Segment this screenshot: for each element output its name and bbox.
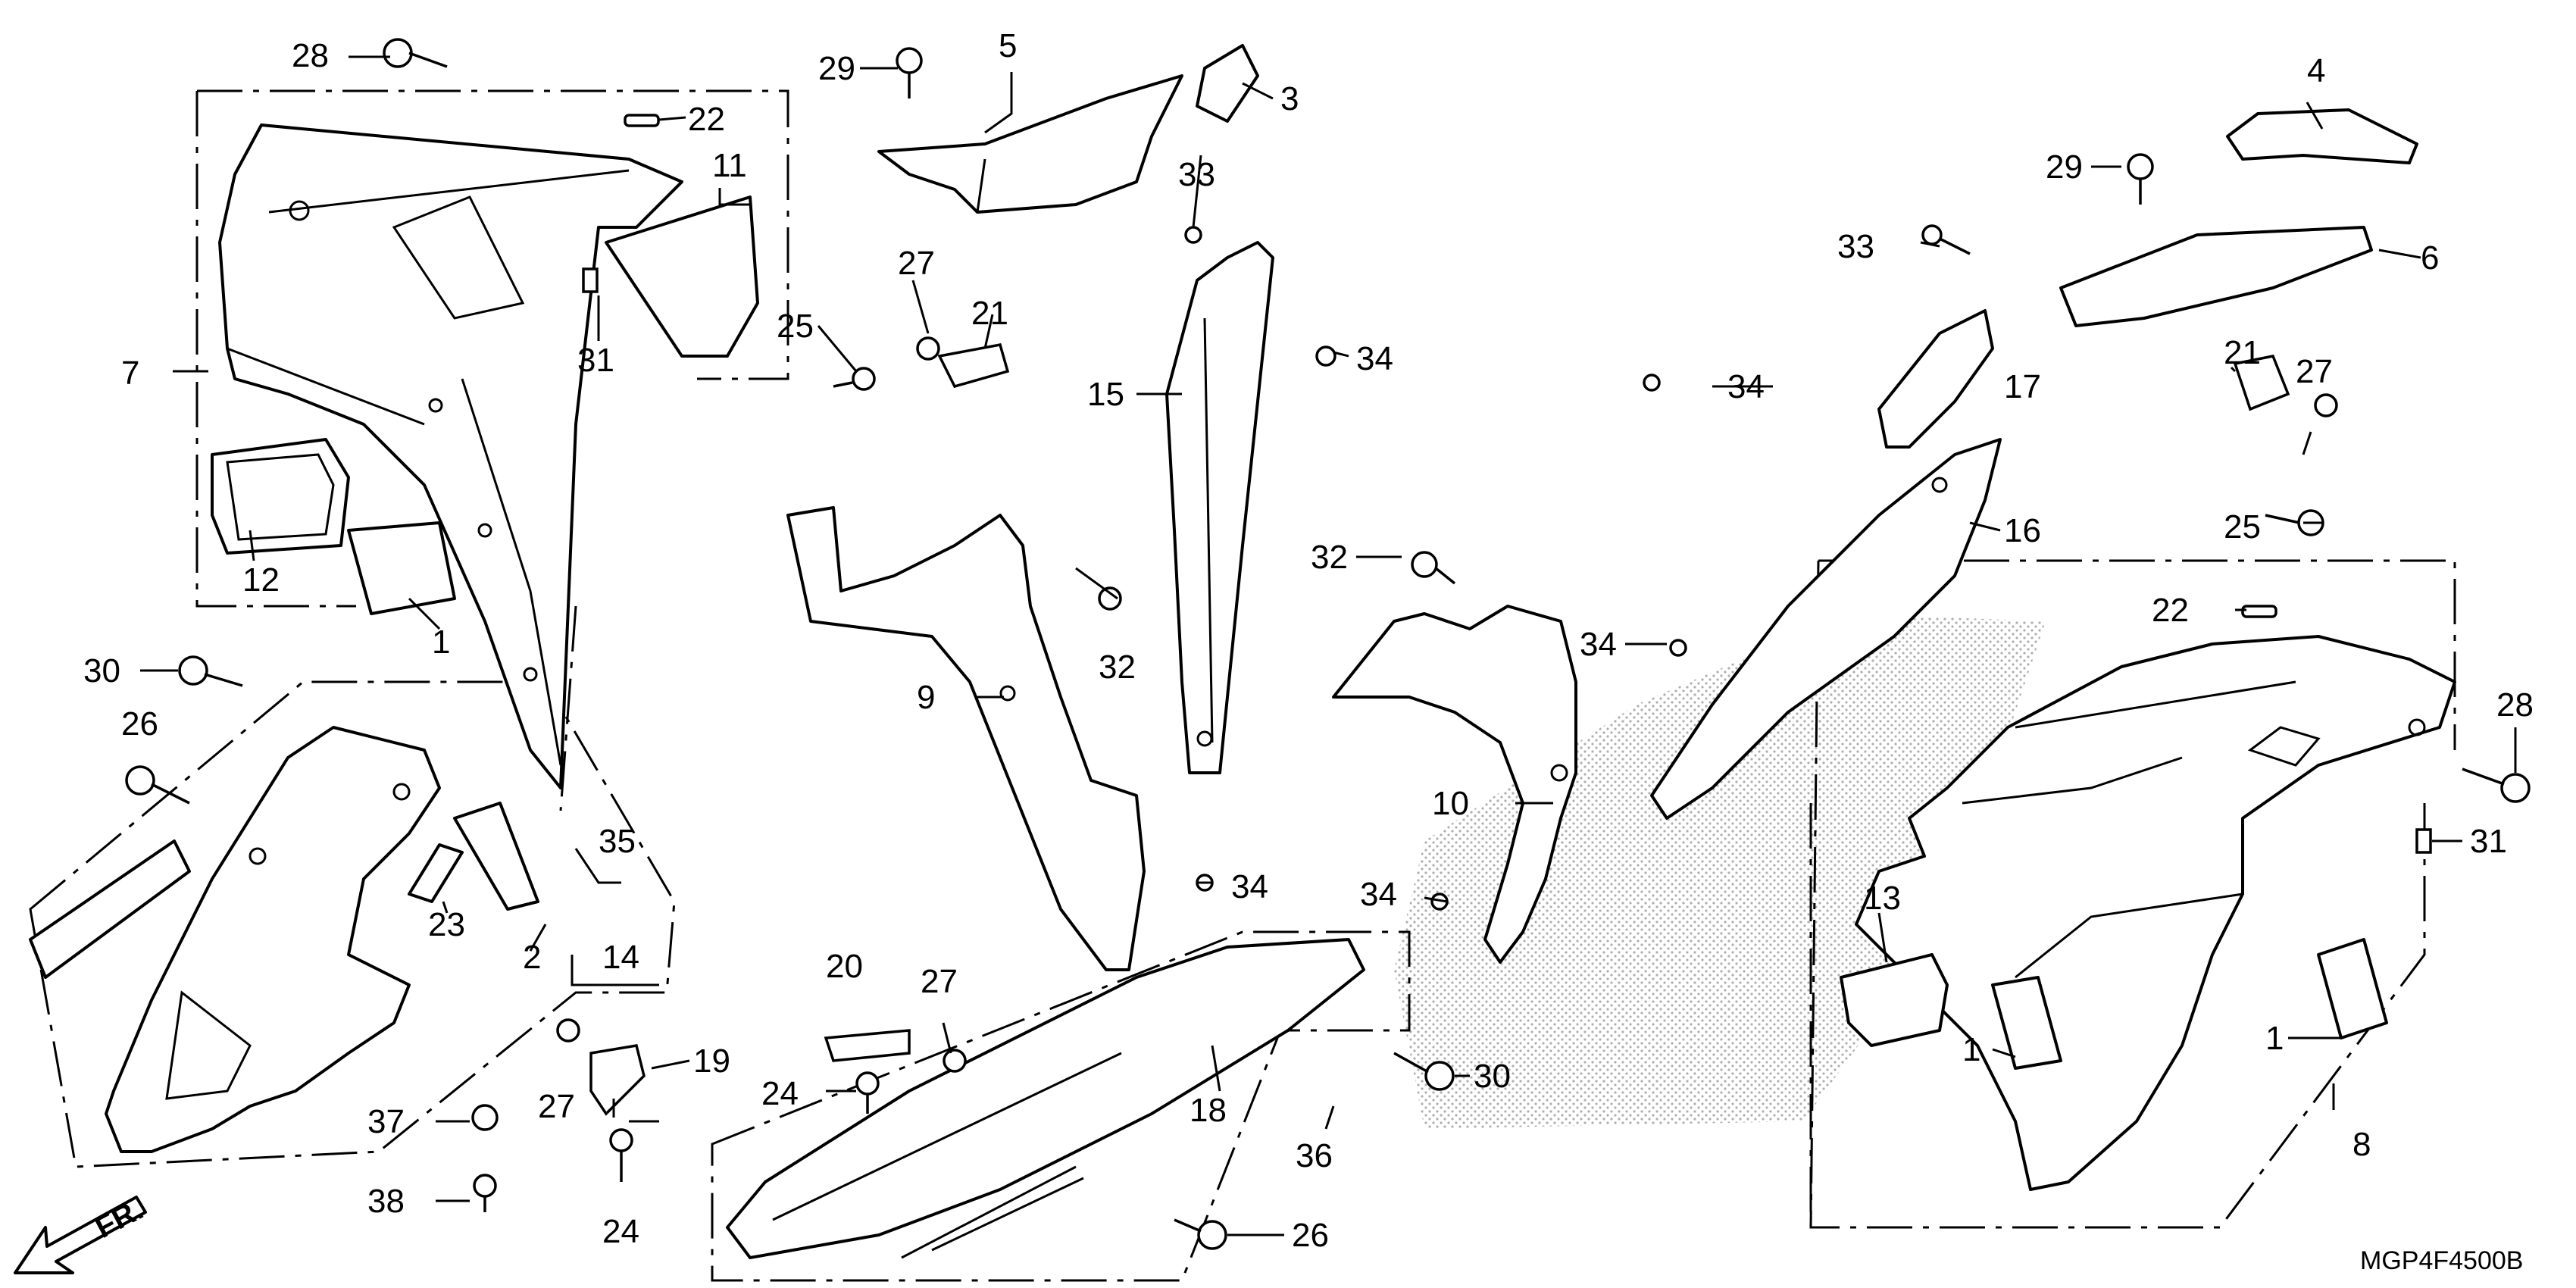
part-18-under-cowl-left	[726, 938, 1365, 1259]
callout-24-low: 24	[602, 1213, 639, 1250]
callout-23: 23	[428, 906, 465, 943]
callout-33: 33	[1178, 156, 1215, 193]
callout-34-mid: 34	[1360, 876, 1397, 913]
callout-26-low: 26	[1292, 1217, 1329, 1254]
callout-34-right: 34	[1580, 626, 1617, 663]
part-7-left-upper-cowl	[218, 123, 683, 789]
callout-15: 15	[1087, 376, 1124, 413]
callout-21-right: 21	[2224, 334, 2261, 371]
callout-26: 26	[121, 705, 158, 742]
part-4-right-top-cover	[2226, 108, 2418, 164]
part-6-right-upper-panel	[2059, 226, 2373, 327]
leader-lines	[140, 55, 2517, 1236]
callout-36: 36	[1296, 1137, 1333, 1174]
part-2-strip	[453, 802, 539, 911]
fasteners	[125, 38, 2531, 1250]
part-1-sticker-right-a	[1991, 976, 2062, 1070]
callout-13: 13	[1864, 880, 1901, 917]
callout-4: 4	[2307, 52, 2325, 89]
callout-38: 38	[367, 1183, 405, 1220]
callout-labels: 28 22 11 29 5 3 33 27 21 25 31 7 12 1 34…	[83, 27, 2534, 1254]
callout-1-right-a: 1	[1962, 1031, 1980, 1068]
callout-3: 3	[1280, 80, 1299, 117]
part-5-upper-inner-panel	[877, 74, 1183, 214]
part-15-inner-vertical-panel	[1165, 241, 1274, 774]
callout-2: 2	[523, 939, 541, 976]
callout-1-right-b: 1	[2265, 1020, 2284, 1057]
callout-10: 10	[1432, 785, 1469, 822]
callout-18: 18	[1190, 1092, 1227, 1129]
part-23-strip	[408, 843, 464, 903]
callout-11: 11	[712, 147, 747, 184]
callout-22: 22	[688, 101, 725, 138]
callout-27: 27	[898, 245, 935, 282]
callout-6: 6	[2421, 239, 2439, 277]
part-17-bracket	[1877, 309, 1994, 449]
callout-22-right: 22	[2152, 592, 2189, 629]
callout-30: 30	[83, 652, 120, 689]
callout-25-right: 25	[2224, 508, 2261, 546]
callout-34-right-up: 34	[1727, 368, 1765, 405]
group-boundaries	[29, 89, 2456, 1282]
callout-27-mid: 27	[921, 963, 958, 1000]
callout-21: 21	[971, 295, 1008, 332]
callout-5: 5	[999, 27, 1017, 64]
callout-27-low: 27	[538, 1088, 575, 1125]
callout-8: 8	[2352, 1126, 2371, 1163]
callout-32-right: 32	[1311, 539, 1348, 576]
callout-29: 29	[818, 50, 855, 87]
part-3-clip	[1196, 44, 1259, 123]
callout-35: 35	[599, 823, 636, 860]
callout-14: 14	[602, 939, 639, 976]
part-16-right-inner-vertical-panel	[1650, 438, 2002, 820]
part-14-left-lower-cowl	[105, 726, 441, 1153]
callout-16: 16	[2004, 512, 2041, 549]
callout-24: 24	[761, 1075, 799, 1112]
part-8-right-lower-cowl	[1855, 635, 2456, 1191]
callout-19: 19	[693, 1043, 730, 1080]
callout-34: 34	[1356, 340, 1393, 377]
callout-28: 28	[292, 37, 329, 74]
callout-7: 7	[121, 355, 139, 392]
callout-20: 20	[826, 948, 863, 985]
part-9-inner-lower-panel	[786, 506, 1146, 971]
callout-31: 31	[577, 342, 614, 379]
callout-32: 32	[1099, 649, 1136, 686]
callout-29-right: 29	[2046, 148, 2083, 186]
callout-28-right: 28	[2496, 686, 2534, 724]
callout-1: 1	[432, 624, 450, 661]
callout-34-left: 34	[1231, 868, 1268, 905]
callout-33-right: 33	[1837, 228, 1874, 265]
part-1-sticker-right-b	[2317, 938, 2388, 1039]
callout-27-right: 27	[2296, 353, 2333, 390]
callout-37: 37	[367, 1103, 405, 1140]
part-1-sticker-upper-left	[347, 521, 456, 615]
callout-17: 17	[2004, 368, 2041, 405]
callout-12: 12	[242, 561, 280, 599]
callout-30-mid: 30	[1474, 1058, 1511, 1095]
part-13-emblem-pad	[1840, 953, 1949, 1047]
part-12-emblem-pad	[211, 438, 350, 555]
callout-9: 9	[917, 679, 935, 716]
part-10-right-inner-lower-panel	[1332, 605, 1577, 964]
callout-25: 25	[777, 308, 814, 345]
callout-31-right: 31	[2470, 823, 2507, 860]
part-dashed-strip	[29, 839, 191, 979]
diagram-code: MGP4F4500B	[2360, 1246, 2523, 1275]
front-direction-arrow: FR.	[14, 1193, 148, 1274]
